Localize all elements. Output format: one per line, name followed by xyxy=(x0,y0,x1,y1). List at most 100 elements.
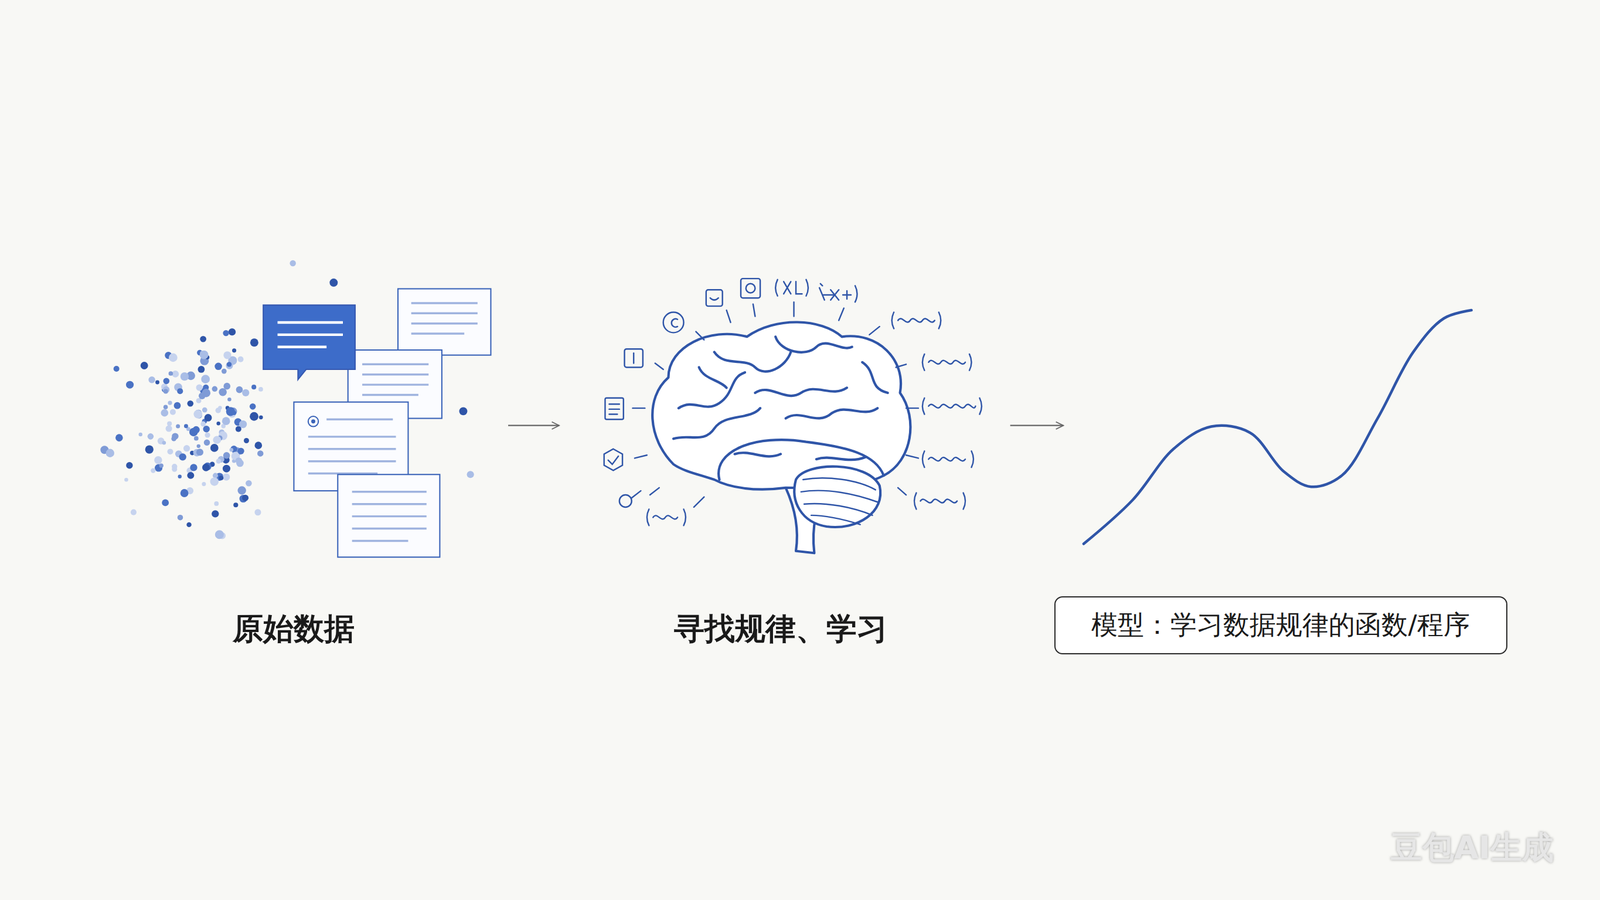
data-dot xyxy=(163,388,169,394)
data-dot xyxy=(155,380,160,385)
data-dot xyxy=(201,374,210,384)
data-dot xyxy=(199,335,207,343)
data-dot xyxy=(237,356,244,363)
data-dot xyxy=(113,365,120,372)
brain-symbols xyxy=(604,278,982,526)
data-dot xyxy=(254,441,262,449)
data-dot xyxy=(214,362,223,371)
data-dot xyxy=(218,405,223,410)
data-dot xyxy=(124,477,129,482)
data-dot xyxy=(161,409,169,417)
data-dot xyxy=(216,458,221,464)
data-dot xyxy=(259,414,264,420)
data-dot xyxy=(171,436,177,442)
data-dot xyxy=(198,392,206,400)
data-dot xyxy=(163,404,169,410)
data-dot xyxy=(126,461,133,469)
data-dot xyxy=(140,361,149,370)
data-dot xyxy=(162,378,170,385)
data-dot xyxy=(179,453,187,461)
data-dot xyxy=(237,485,246,495)
data-dot xyxy=(254,508,261,516)
data-dot xyxy=(249,412,259,421)
data-dot xyxy=(126,380,134,389)
data-dot xyxy=(115,433,124,442)
data-dot xyxy=(176,387,183,394)
data-dot xyxy=(175,423,180,428)
data-dot xyxy=(201,481,206,486)
data-dot xyxy=(467,470,475,478)
data-dot xyxy=(221,368,227,374)
data-dot xyxy=(184,423,189,428)
data-dot xyxy=(258,386,264,392)
data-dot xyxy=(162,440,167,445)
data-dot xyxy=(186,522,192,527)
data-dot xyxy=(223,382,231,390)
data-dot xyxy=(233,502,238,507)
data-dot xyxy=(223,351,231,359)
data-dot xyxy=(212,435,221,444)
data-dot xyxy=(138,432,142,437)
data-dot xyxy=(458,406,468,415)
data-dot xyxy=(211,509,219,517)
document-stack xyxy=(263,288,491,558)
stage-label: 寻找规律、学习 xyxy=(673,608,888,650)
data-dot xyxy=(180,372,189,381)
data-dot xyxy=(236,386,244,394)
data-dot xyxy=(178,474,182,479)
data-dot xyxy=(257,450,264,456)
data-dot xyxy=(210,443,219,452)
brain-illustration xyxy=(652,322,911,554)
data-dot xyxy=(196,448,204,456)
data-dot xyxy=(202,463,210,472)
data-dot xyxy=(232,348,237,353)
data-dot xyxy=(186,471,194,479)
data-dot xyxy=(193,436,199,441)
data-dot xyxy=(167,420,172,426)
data-dot xyxy=(228,328,236,336)
data-dot xyxy=(249,403,257,410)
data-dot xyxy=(212,386,219,393)
data-dot xyxy=(204,431,210,438)
data-dot xyxy=(167,400,172,405)
data-dot xyxy=(196,383,203,391)
data-dot xyxy=(169,409,176,415)
data-dot xyxy=(154,455,162,464)
data-dot xyxy=(186,400,194,407)
data-dot xyxy=(242,494,249,502)
data-dot xyxy=(189,463,197,471)
data-dot xyxy=(130,509,137,516)
data-dot xyxy=(226,406,236,416)
data-dot xyxy=(235,457,243,464)
data-dot xyxy=(168,353,178,363)
data-dot xyxy=(219,475,224,480)
stage-label: 原始数据 xyxy=(232,608,355,650)
data-dot xyxy=(167,448,173,455)
data-dot xyxy=(150,467,156,473)
data-dot xyxy=(193,409,203,419)
data-dot xyxy=(222,464,231,473)
data-dot xyxy=(229,447,234,452)
data-dot xyxy=(210,477,220,486)
data-dot xyxy=(226,361,232,367)
data-dot xyxy=(197,365,205,373)
data-dot xyxy=(227,397,232,401)
data-dot xyxy=(180,488,189,497)
data-dot xyxy=(147,433,155,440)
data-dot xyxy=(183,444,190,452)
data-dot xyxy=(171,463,177,469)
data-dot xyxy=(199,350,209,360)
data-dot xyxy=(174,402,182,410)
data-dot xyxy=(251,384,257,390)
data-dot xyxy=(213,501,219,506)
data-dot xyxy=(243,437,250,444)
data-dot xyxy=(165,424,173,432)
data-dot xyxy=(216,421,220,425)
data-dot xyxy=(289,260,296,267)
data-dot xyxy=(168,370,174,376)
watermark: 豆包AI生成 xyxy=(1390,826,1554,870)
data-dot xyxy=(215,529,224,539)
